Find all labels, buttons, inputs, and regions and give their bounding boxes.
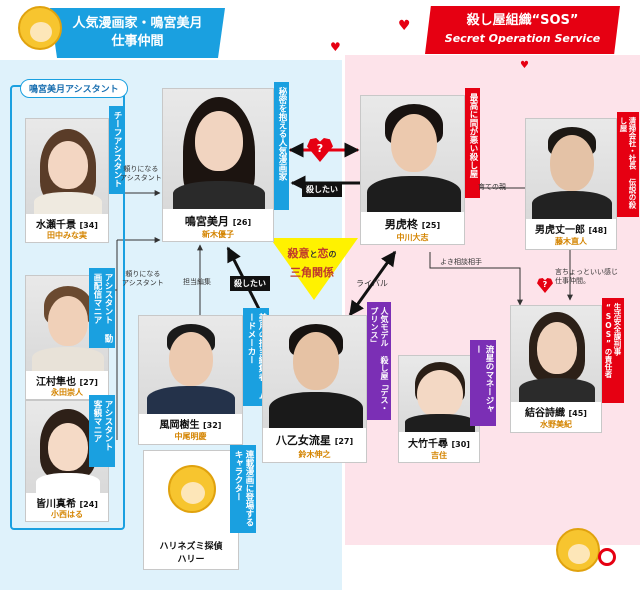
actor-name: 田中みな実 [47,231,87,240]
relation-label-editor: 担当編集 [183,278,211,286]
actor-name: 鈴木伸之 [298,450,331,459]
sos-banner-line2: Secret Operation Service [444,32,601,45]
character-photo [511,306,601,402]
actor-name: 中川大志 [396,233,429,242]
colleagues-banner-line2: 仕事仲間 [111,34,164,49]
relation-label-colleague: 言ちょっといい感じ仕事仲間。 [555,268,618,285]
character-photo [361,96,464,212]
character-tag-harry: 連載漫画に登場する キャラクター [230,445,256,533]
actor-name: 小西はる [51,510,83,519]
character-photo [26,119,108,214]
character-card-otake[interactable]: 大竹千尋 [30] 吉住 [398,355,480,463]
actor-name: 新木優子 [202,230,234,239]
character-name: 男虎丈一郎 [48] [535,225,607,236]
character-tag-narumiya: 秘密を抱える人気漫画家 [274,82,289,210]
character-name: 皆川真希 [24] [36,499,98,510]
character-tag-otora-bunichiro: 清掃会社・社長 伝説の殺し屋 [617,112,639,217]
colleagues-banner-line1: 人気漫画家・鳴宮美月 [72,16,203,31]
character-tag-yaotome: 人気モデル 殺し屋「デス・プリンス」 [367,302,391,420]
character-name: 八乙女流星 [27] [275,434,354,447]
character-card-yuki[interactable]: 結谷詩織 [45] 水野美紀 [510,305,602,433]
character-name: 水瀬千景 [34] [36,220,98,231]
assistants-group-label: 鳴宮美月アシスタント [20,79,128,98]
relation-label-dependable-assistant: 頼りになるアシスタント [120,165,162,182]
character-tag-otake: 流星のマネージャー [470,340,496,426]
character-name: 結谷詩織 [45] [525,408,587,419]
character-photo [526,119,616,219]
character-photo [144,451,238,536]
actor-name: 中尾明慶 [174,432,207,441]
character-name: 男虎柊 [25] [384,218,441,231]
relation-label-want-to-kill: 殺したい [302,182,342,197]
actor-name: 吉住 [431,451,447,460]
heart-icon: ♥ [520,60,529,71]
character-tag-minaide: アシスタント 客観マニア [89,395,115,467]
character-card-kazaoka[interactable]: 風岡樹生 [32] 中尾明慶 [138,315,243,445]
character-card-otora[interactable]: 男虎柊 [25] 中川大志 [360,95,465,245]
relation-label-want-to-kill: 殺したい [230,276,270,291]
hedgehog-mascot-icon [18,6,62,50]
relation-label-good-advisor: よき相談相手 [440,258,482,266]
character-name: 江村隼也 [27] [36,377,98,388]
heart-icon: ♥ [398,18,411,34]
relation-label-dependable-assistant: 頼りになるアシスタント [122,270,164,287]
character-card-otora-bunichiro[interactable]: 男虎丈一郎 [48] 藤木直人 [525,118,617,250]
heart-icon: ♥ [330,40,341,54]
character-card-narumiya[interactable]: 鳴宮美月 [26] 新木優子 [162,88,274,242]
magnifier-icon [598,548,616,566]
character-card-yaotome[interactable]: 八乙女流星 [27] 鈴木伸之 [262,315,367,463]
character-name: ハリネズミ探偵 [159,542,223,552]
hedgehog-detective-icon [168,465,216,513]
character-tag-mizuse: チーフアシスタント [109,106,124,194]
relation-label-rival: ライバル [356,279,388,288]
relation-label-foster-parent: 育ての親 [478,183,506,191]
character-card-harry[interactable]: ハリネズミ探偵 ハリー [143,450,239,570]
character-photo [263,316,366,428]
character-name: 風岡樹生 [32] [159,420,222,431]
sos-banner: 殺し屋組織“SOS” Secret Operation Service [425,6,620,54]
character-subname: ハリー [177,555,205,565]
colleagues-banner: 人気漫画家・鳴宮美月 仕事仲間 [50,8,225,58]
sos-banner-line1: 殺し屋組織“SOS” [466,13,579,28]
actor-name: 水野美紀 [540,420,572,429]
actor-name: 永田崇人 [51,388,83,397]
character-card-mizuse[interactable]: 水瀬千景 [34] 田中みな実 [25,118,109,243]
actor-name: 藤木直人 [555,237,587,246]
love-triangle-label: 殺意と恋の 三角関係 [287,247,337,279]
character-photo [163,89,273,209]
hedgehog-mascot-magnifier-icon [556,528,600,572]
character-name: 鳴宮美月 [26] [184,215,252,228]
character-photo [139,316,242,414]
character-photo [399,356,479,432]
character-tag-otora: 最高に間が悪い殺し屋 [465,88,480,198]
character-tag-emura: アシスタント 動画配信マニア [89,268,115,348]
character-tag-yuki: 生活安全課刑事 “SOS”の責任者 [602,298,624,403]
character-name: 大竹千尋 [30] [408,439,470,450]
character-card-minaide[interactable]: 皆川真希 [24] 小西はる [25,400,109,522]
triangle-shape [270,238,358,300]
